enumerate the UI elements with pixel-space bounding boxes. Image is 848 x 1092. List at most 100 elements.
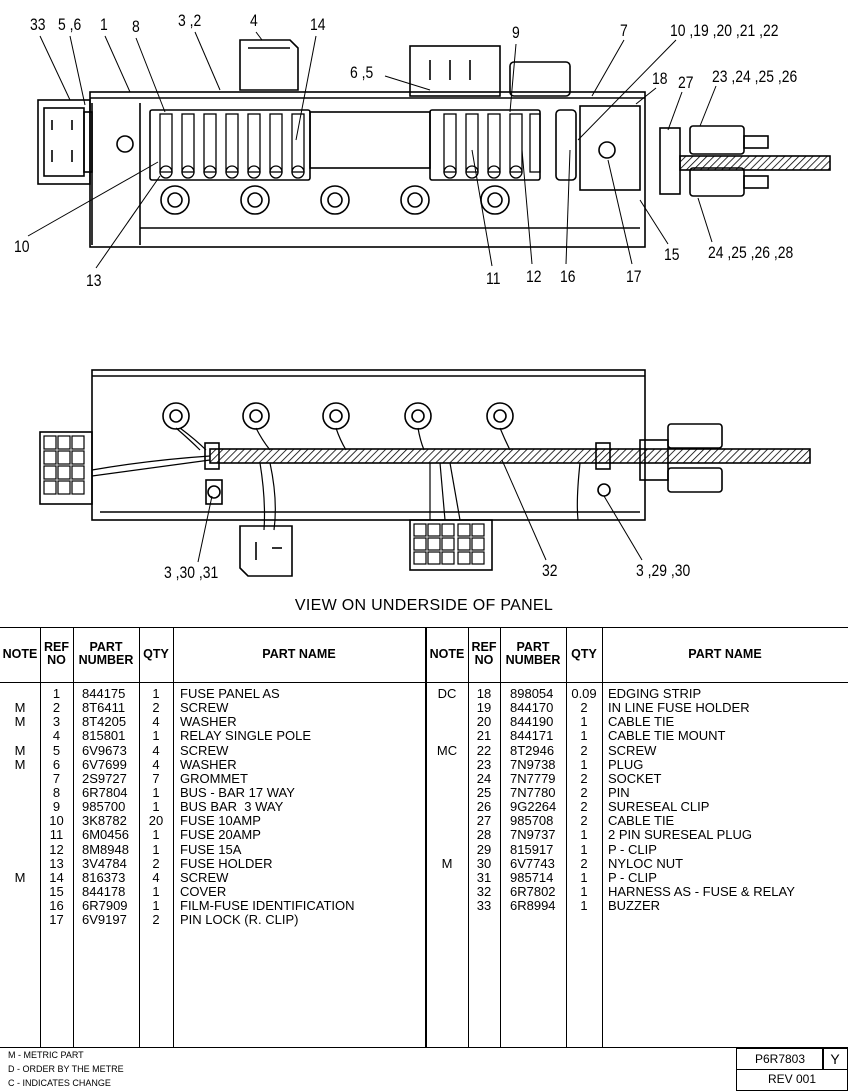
note-cell [426, 701, 468, 715]
ref-no-cell: 16 [49, 898, 64, 914]
header-qty-right: QTY [571, 646, 597, 661]
note-cell [0, 913, 40, 927]
ref-no-cell: 5 [52, 742, 61, 758]
legend-order-metre: D - ORDER BY THE METRE [8, 1064, 124, 1074]
note-cell [426, 772, 468, 786]
qty-cell: 1 [152, 686, 160, 701]
part-number-cell: 844175 [82, 686, 126, 701]
note-cell [426, 843, 468, 857]
callout-label: 6 ,5 [350, 63, 374, 82]
part-number-cell: 7N9738 [510, 756, 556, 772]
note-cell [426, 828, 468, 842]
part-name-cell: COVER [180, 883, 227, 899]
sureseal-socket [689, 167, 745, 197]
part-number-cell: 6V7699 [82, 756, 127, 772]
part-number-cell: 6R7804 [82, 784, 128, 800]
header-part-number-right: PART NUMBER [505, 640, 561, 667]
part-name-cell: HARNESS AS - FUSE & RELAY [608, 883, 795, 899]
ref-no-cell: 8 [52, 784, 61, 800]
part-number-cell: 815801 [82, 728, 126, 744]
part-number-cell: 985700 [82, 799, 126, 815]
ref-no-cell: 18 [476, 686, 492, 701]
part-name-cell: FUSE 10AMP [180, 813, 261, 829]
note-cell [0, 814, 40, 828]
qty-cell: 1 [580, 898, 588, 914]
header-note-right: NOTE [429, 646, 465, 661]
bus-bar [309, 111, 431, 169]
header-qty: QTY [143, 646, 169, 661]
part-number-cell: 985708 [510, 813, 554, 829]
buzzer-connector [39, 431, 93, 505]
header-part-number: PART NUMBER [78, 640, 134, 667]
qty-cell: 1 [580, 756, 588, 772]
qty-cell: 2 [580, 799, 588, 815]
note-cell [426, 786, 468, 800]
qty-cell: 1 [152, 728, 160, 744]
part-name-cell: FUSE HOLDER [180, 855, 273, 871]
callout-label: 14 [310, 15, 326, 34]
qty-cell: 4 [152, 742, 160, 758]
ref-no-cell: 11 [49, 827, 64, 843]
view-caption: VIEW ON UNDERSIDE OF PANEL [294, 597, 554, 614]
ref-no-cell: 22 [476, 742, 492, 758]
qty-cell: 1 [152, 827, 160, 843]
callout-label: 8 [132, 17, 140, 36]
screw [116, 135, 134, 153]
qty-cell: 7 [152, 770, 160, 786]
qty-cell: 2 [152, 700, 160, 716]
part-name-cell: FUSE 15A [180, 841, 242, 857]
callout-label: 9 [512, 23, 520, 42]
part-name-cell: FUSE 20AMP [180, 827, 261, 843]
qty-cell: 0.09 [571, 686, 597, 701]
ref-no-cell: 24 [476, 770, 492, 786]
footer: M - METRIC PART D - ORDER BY THE METRE C… [0, 1048, 848, 1092]
note-cell [0, 772, 40, 786]
part-number-cell: 6M0456 [82, 827, 129, 843]
ref-no-cell: 31 [476, 869, 492, 885]
legend-change: C - INDICATES CHANGE [8, 1078, 111, 1088]
callout-label: 4 [250, 11, 258, 30]
part-number-cell: 815917 [510, 841, 554, 857]
note-cell: M [441, 855, 453, 871]
callout-label: 10 [14, 237, 30, 256]
note-cell [426, 885, 468, 899]
part-number-cell: 844190 [510, 714, 554, 730]
harness-cable [679, 155, 831, 171]
qty-cell: 1 [580, 827, 588, 843]
part-number-cell: 6R8994 [510, 898, 556, 914]
callout-label: 16 [560, 267, 576, 286]
part-name-cell: PIN LOCK (R. CLIP) [180, 912, 299, 928]
ref-no-cell: 19 [476, 700, 492, 716]
part-number-cell: 898054 [510, 686, 554, 701]
part-name-cell: P - CLIP [608, 869, 657, 885]
ref-no-cell: 2 [52, 700, 61, 716]
ref-no-cell: 30 [476, 855, 492, 871]
callout-label: 11 [486, 269, 501, 288]
header-ref-no: REF NO [44, 640, 69, 667]
part-number-cell: 8T4205 [82, 714, 127, 730]
fuse-block-left [149, 109, 311, 181]
callout-label: 13 [86, 271, 102, 290]
qty-cell: 1 [580, 883, 588, 899]
ref-no-cell: 21 [476, 728, 492, 744]
ref-no-cell: 27 [476, 813, 492, 829]
note-cell [0, 857, 40, 871]
header-ref-no-right: REF NO [471, 640, 497, 667]
inline-fuse-holder [555, 109, 577, 181]
part-name-cell: FUSE PANEL AS [180, 686, 280, 701]
qty-cell: 1 [580, 728, 588, 744]
callout-label: 10 ,19 ,20 ,21 ,22 [670, 21, 779, 40]
revision: REV 001 [736, 1068, 848, 1091]
part-name-cell: 2 PIN SURESEAL PLUG [608, 827, 753, 843]
part-name-cell: NYLOC NUT [608, 855, 684, 871]
header-part-name: PART NAME [262, 646, 336, 661]
header-note: NOTE [2, 646, 38, 661]
part-name-cell: P - CLIP [608, 841, 657, 857]
note-cell [0, 899, 40, 913]
wires [91, 427, 581, 531]
top-view [27, 31, 831, 269]
